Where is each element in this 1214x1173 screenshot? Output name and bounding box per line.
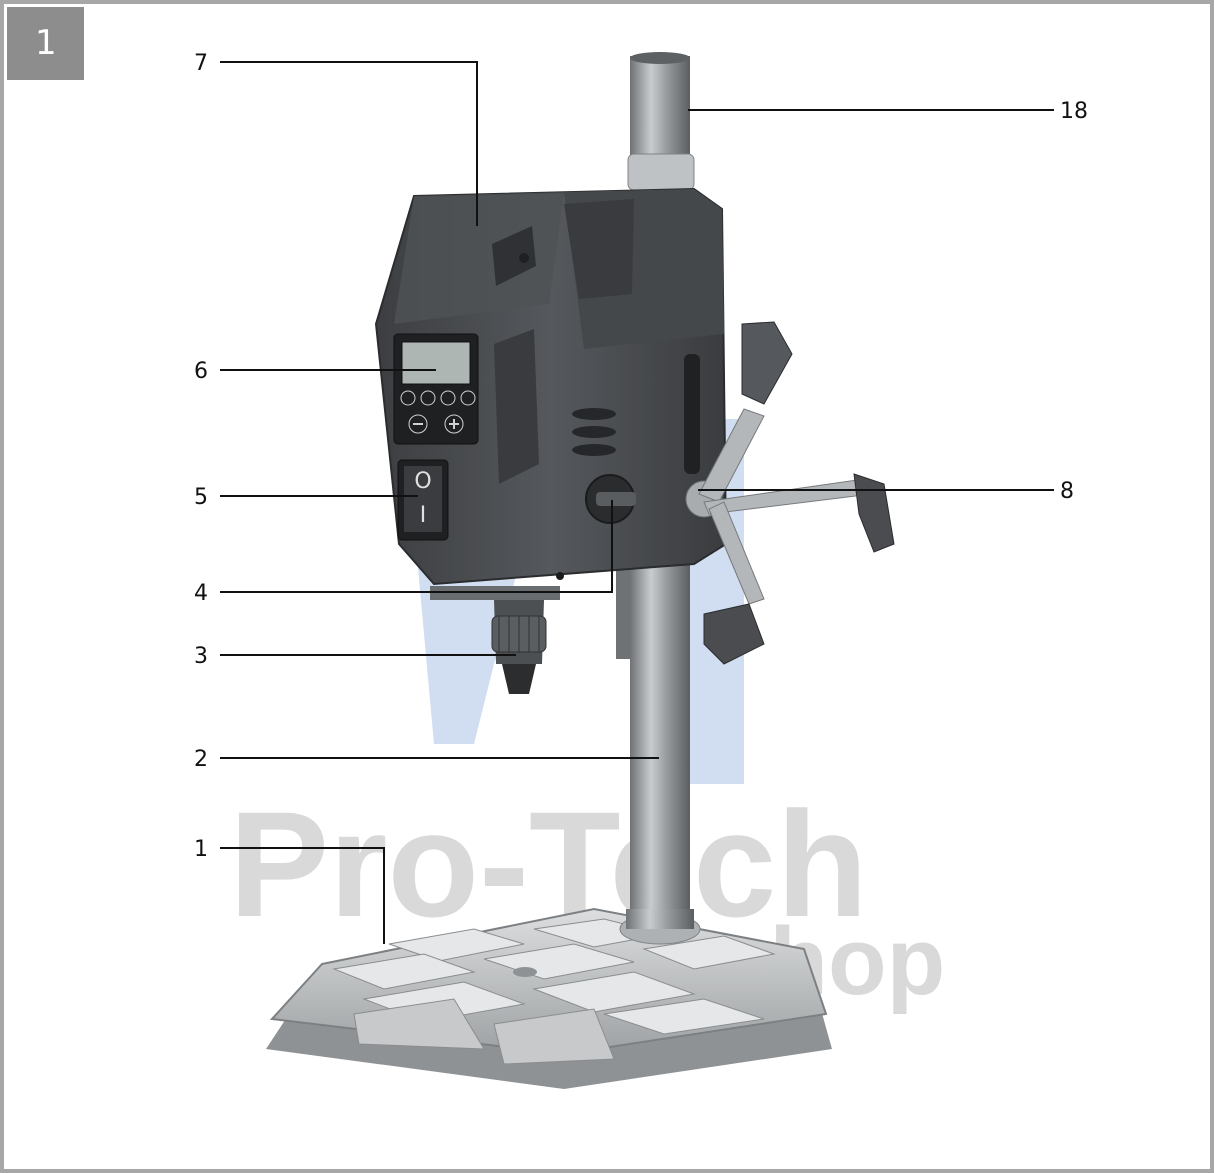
callout-3: 3 bbox=[194, 644, 208, 669]
power-switch: O I bbox=[397, 459, 449, 541]
column-top-tube bbox=[627, 52, 695, 191]
callout-labels: 7 18 6 5 8 4 3 2 1 bbox=[194, 51, 1088, 862]
callout-4: 4 bbox=[194, 581, 208, 606]
drill-press-illustration: Pro-Tech shop bbox=[194, 51, 1088, 1089]
column bbox=[619, 564, 701, 945]
figure-number-badge: 1 bbox=[7, 7, 84, 80]
lcd-display bbox=[401, 341, 471, 385]
switch-off-symbol: O bbox=[414, 469, 431, 494]
callout-7: 7 bbox=[194, 51, 208, 76]
feed-handle bbox=[685, 321, 895, 665]
motor-housing bbox=[374, 187, 728, 586]
leader-line-1 bbox=[220, 847, 385, 944]
callout-18: 18 bbox=[1060, 99, 1088, 124]
leader-line-4 bbox=[220, 500, 613, 593]
callout-2: 2 bbox=[194, 747, 208, 772]
leader-line-7 bbox=[220, 61, 478, 226]
callout-6: 6 bbox=[194, 359, 208, 384]
control-panel bbox=[393, 333, 479, 445]
callout-5: 5 bbox=[194, 485, 208, 510]
callout-1: 1 bbox=[194, 837, 208, 862]
callout-8: 8 bbox=[1060, 479, 1074, 504]
rack bbox=[616, 569, 630, 659]
switch-on-symbol: I bbox=[420, 503, 427, 528]
base-plate bbox=[266, 907, 832, 1089]
leader-lines bbox=[220, 61, 1054, 944]
